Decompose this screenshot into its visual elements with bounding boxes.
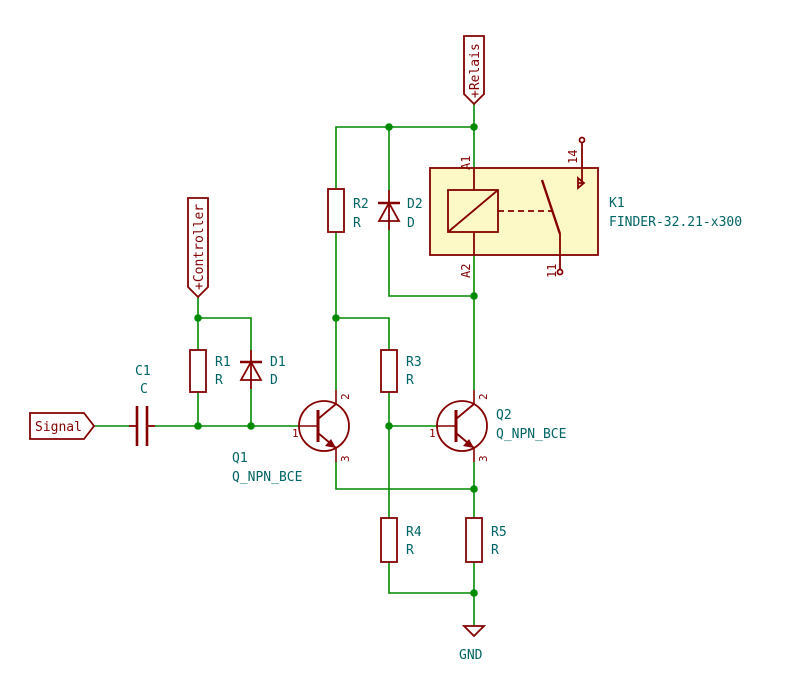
gnd-label: GND (459, 648, 483, 663)
d1-triangle (239, 360, 263, 381)
wire-r4-gnd (388, 562, 474, 594)
gnd-icon (461, 625, 487, 638)
junction (385, 123, 393, 131)
junction (385, 422, 393, 430)
wire-d2-bottom (388, 230, 474, 297)
c1-ref: C1 (135, 364, 151, 379)
wire-q1-emitter (335, 462, 474, 490)
q2-circle (436, 400, 488, 452)
q2-emitter-arrow (463, 439, 474, 448)
r1-body (189, 349, 207, 393)
q2-collector-line (455, 403, 475, 420)
q1-collector-line (317, 403, 337, 420)
junction (194, 314, 202, 322)
q1-pin-3: 3 (339, 455, 352, 462)
k1-pin-11: 11 (545, 264, 559, 278)
k1-pin-a1: A1 (459, 156, 473, 170)
capacitor-c1: C1 C (129, 364, 155, 446)
net-label-relais: +Relais (463, 35, 485, 106)
r4-ref: R4 (406, 525, 422, 540)
r2-value: R (353, 216, 361, 231)
wire-d1-top (198, 317, 252, 350)
q2-pin-3: 3 (477, 455, 490, 462)
q2-value: Q_NPN_BCE (496, 427, 566, 442)
r1-ref: R1 (215, 355, 231, 370)
wire-top-rail (335, 126, 474, 188)
q1-pin-1: 1 (292, 427, 299, 440)
diode-d1: D1 D (239, 350, 286, 389)
q2-pin-2: 2 (477, 393, 490, 400)
q1-pin-2: 2 (339, 393, 352, 400)
k1-switch-blade (540, 179, 562, 235)
k1-contact-14-arrow (577, 176, 586, 190)
k1-coil-diagonal (447, 189, 499, 233)
k1-value: FINDER-32.21-x300 (609, 215, 742, 230)
q1-value: Q_NPN_BCE (232, 470, 302, 485)
wire-r3-top (336, 317, 390, 350)
k1-pin-14: 14 (566, 150, 580, 164)
q2-ref: Q2 (496, 408, 512, 423)
signal-label: Signal (35, 420, 82, 435)
junctions (194, 123, 478, 597)
net-label-signal: Signal (29, 412, 96, 440)
r4-body (380, 517, 398, 563)
q2-pin-1: 1 (429, 427, 436, 440)
q1-circle (298, 400, 350, 452)
d2-ref: D2 (407, 197, 423, 212)
c1-value: C (140, 382, 148, 397)
r3-value: R (406, 373, 414, 388)
r4-value: R (406, 543, 414, 558)
k1-pin-11-end (556, 268, 564, 276)
d2-triangle (377, 201, 401, 222)
d1-ref: D1 (270, 355, 286, 370)
junction (470, 123, 478, 131)
r3-ref: R3 (406, 355, 422, 370)
relais-label: +Relais (468, 43, 483, 98)
r5-ref: R5 (491, 525, 507, 540)
junction (470, 292, 478, 300)
diode-d2: D2 D (377, 190, 423, 231)
q1-emitter-arrow (325, 439, 336, 448)
controller-label: +Controller (192, 204, 207, 290)
resistor-r1: R1 R (189, 349, 231, 393)
gnd-symbol: GND (459, 625, 487, 663)
d1-value: D (270, 373, 278, 388)
resistor-r2: R2 R (327, 188, 369, 233)
junction (332, 314, 340, 322)
r5-body (465, 517, 483, 563)
transistor-q2: 1 2 3 Q2 Q_NPN_BCE (429, 390, 566, 462)
junction (194, 422, 202, 430)
k1-pin-a2: A2 (459, 264, 473, 278)
relais-port-shape (463, 35, 485, 106)
r1-value: R (215, 373, 223, 388)
k1-body (429, 167, 599, 256)
r3-body (380, 349, 398, 393)
resistor-r5: R5 R (465, 517, 507, 563)
controller-port-shape (187, 197, 209, 299)
k1-ref: K1 (609, 196, 625, 211)
junction (470, 485, 478, 493)
relay-k1: A1 A2 11 14 K1 FINDER-32.21-x300 (429, 136, 742, 278)
resistor-r3: R3 R (380, 349, 422, 393)
k1-pin-14-end (578, 136, 586, 144)
r2-ref: R2 (353, 197, 369, 212)
junction (470, 589, 478, 597)
d2-value: D (407, 216, 415, 231)
transistor-q1: 1 2 3 Q1 Q_NPN_BCE (232, 390, 352, 485)
r5-value: R (491, 543, 499, 558)
resistor-r4: R4 R (380, 517, 422, 563)
junction (247, 422, 255, 430)
r2-body (327, 188, 345, 233)
net-label-controller: +Controller (187, 197, 209, 299)
q1-ref: Q1 (232, 451, 248, 466)
signal-port-shape (29, 412, 96, 440)
